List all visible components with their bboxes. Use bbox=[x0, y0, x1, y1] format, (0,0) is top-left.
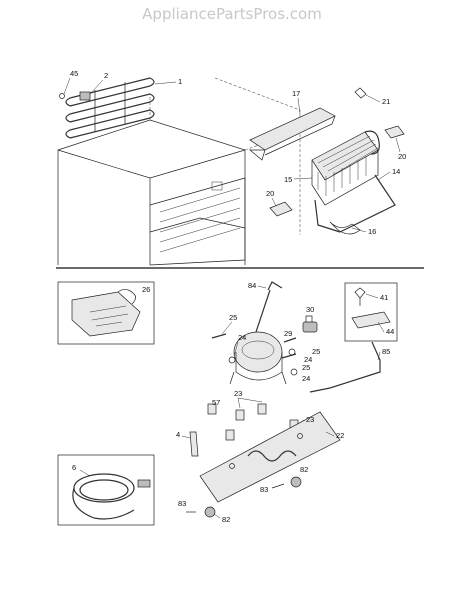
callout-25b: 25 bbox=[312, 347, 320, 356]
callout-45: 45 bbox=[70, 69, 78, 78]
callout-17: 17 bbox=[292, 89, 300, 98]
callout-16: 16 bbox=[368, 227, 376, 236]
callout-84: 84 bbox=[248, 281, 256, 290]
callout-29: 29 bbox=[284, 329, 292, 338]
bracket-right bbox=[384, 125, 405, 139]
callout-20a: 20 bbox=[398, 152, 406, 161]
bracket-left bbox=[269, 201, 293, 217]
screw-83a bbox=[271, 483, 285, 489]
clip-25b bbox=[283, 337, 297, 343]
callout-20b: 20 bbox=[266, 189, 274, 198]
relay bbox=[302, 315, 318, 333]
grommet-24b bbox=[288, 348, 296, 356]
callout-41: 41 bbox=[380, 293, 388, 302]
tube-85 bbox=[309, 341, 381, 393]
callout-25a: 25 bbox=[229, 313, 237, 322]
callout-21: 21 bbox=[382, 97, 390, 106]
callout-83a: 83 bbox=[260, 485, 268, 494]
grommet-24c bbox=[290, 368, 298, 376]
callout-24c: 24 bbox=[302, 374, 310, 383]
callout-2: 2 bbox=[104, 71, 108, 80]
callout-24a: 24 bbox=[238, 333, 246, 342]
callout-23b: 23 bbox=[306, 415, 314, 424]
inset-26 bbox=[57, 281, 155, 345]
callout-26: 26 bbox=[142, 285, 150, 294]
screw-45 bbox=[59, 93, 65, 99]
cabinet bbox=[57, 77, 301, 266]
watermark: AppliancePartsPros.com bbox=[142, 5, 322, 23]
callout-57: 57 bbox=[212, 398, 220, 407]
inset-41-44 bbox=[344, 282, 398, 342]
callout-4: 4 bbox=[176, 430, 180, 439]
callout-labels: 45 2 1 17 21 20 15 14 20 16 26 84 30 41 … bbox=[63, 69, 406, 524]
compressor bbox=[229, 331, 287, 385]
grommets-23 bbox=[225, 403, 299, 441]
roller-82b bbox=[204, 506, 216, 518]
roller-82a bbox=[290, 476, 302, 488]
base-plate bbox=[199, 411, 341, 503]
callout-44: 44 bbox=[386, 327, 394, 336]
part-4 bbox=[189, 431, 199, 457]
callout-25c: 25 bbox=[302, 363, 310, 372]
grommet-24a bbox=[228, 356, 236, 364]
drip-tray bbox=[249, 107, 336, 161]
back-condenser-coil bbox=[65, 77, 155, 139]
clip-25a bbox=[211, 333, 227, 339]
condenser bbox=[311, 130, 380, 206]
wire-stand bbox=[314, 174, 396, 235]
inset-6 bbox=[57, 454, 155, 526]
callout-24b: 24 bbox=[304, 355, 312, 364]
callout-14: 14 bbox=[392, 167, 400, 176]
clip bbox=[354, 87, 367, 99]
callout-23a: 23 bbox=[234, 389, 242, 398]
callout-82b: 82 bbox=[222, 515, 230, 524]
callout-30: 30 bbox=[306, 305, 314, 314]
callout-83b: 83 bbox=[178, 499, 186, 508]
callout-15: 15 bbox=[284, 175, 292, 184]
callout-22: 22 bbox=[336, 431, 344, 440]
bracket-2 bbox=[79, 91, 91, 101]
callout-1: 1 bbox=[178, 77, 182, 86]
site-header: AppliancePartsPros.com bbox=[0, 0, 464, 26]
callout-6: 6 bbox=[72, 463, 76, 472]
spacer-57 bbox=[207, 403, 217, 415]
callout-85: 85 bbox=[382, 347, 390, 356]
callout-82a: 82 bbox=[300, 465, 308, 474]
